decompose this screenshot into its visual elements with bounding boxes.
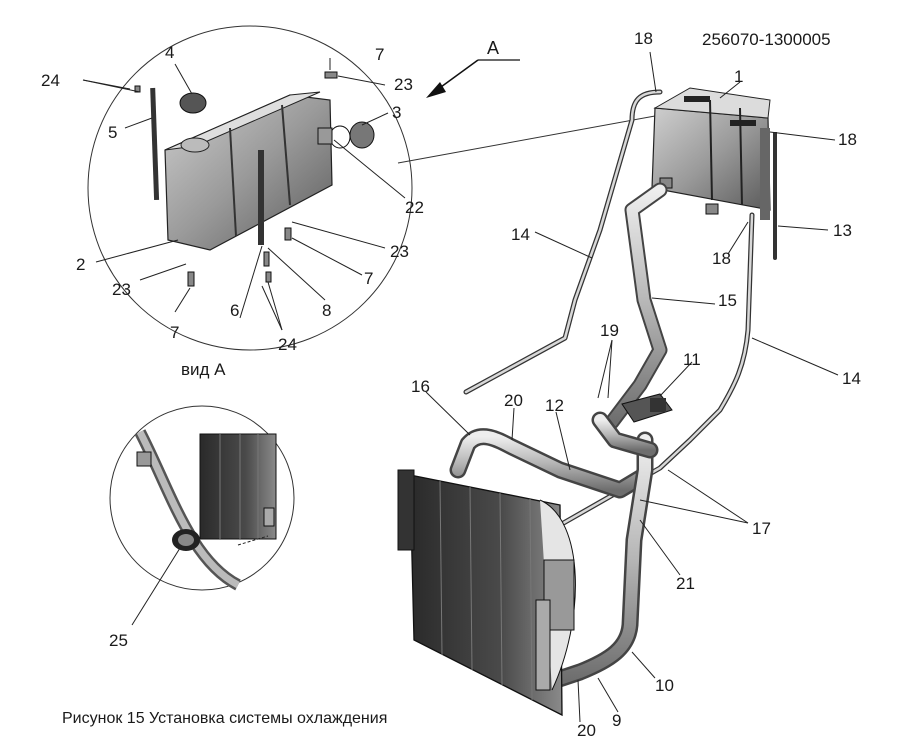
- radiator: [397, 469, 576, 717]
- callout-3: 3: [392, 103, 402, 122]
- callout-15: 15: [718, 291, 737, 310]
- view-a-detail: [109, 405, 295, 591]
- callout-7-top: 7: [375, 45, 385, 64]
- callout-21: 21: [676, 574, 695, 593]
- expansion-tank-detail: [134, 71, 375, 287]
- leader-lines: [82, 51, 839, 723]
- callout-10: 10: [655, 676, 674, 695]
- callout-7-right: 7: [364, 269, 374, 288]
- callout-5: 5: [108, 123, 118, 142]
- callout-13: 13: [833, 221, 852, 240]
- callout-6: 6: [230, 301, 240, 320]
- document-code: 256070-1300005: [702, 30, 831, 49]
- view-arrow-label: А: [487, 38, 500, 58]
- valve-11: [621, 393, 673, 423]
- callout-7-bottom: 7: [170, 323, 180, 342]
- callout-24-bottom: 24: [278, 335, 297, 354]
- callout-8: 8: [322, 301, 332, 320]
- tank-detail-view: [87, 25, 656, 351]
- callout-18-right: 18: [838, 130, 857, 149]
- callout-20-bottom: 20: [577, 721, 596, 740]
- callout-23-left: 23: [112, 280, 131, 299]
- callout-12: 12: [545, 396, 564, 415]
- view-direction-arrow: [426, 59, 520, 98]
- callout-1: 1: [734, 67, 744, 86]
- drain-valve-icon: [172, 529, 200, 551]
- callout-25: 25: [109, 631, 128, 650]
- callout-23-top: 23: [394, 75, 413, 94]
- callout-4: 4: [165, 43, 175, 62]
- expansion-tank: [651, 87, 777, 252]
- callout-9: 9: [612, 711, 622, 730]
- callout-14-left: 14: [511, 225, 530, 244]
- callout-2: 2: [76, 255, 86, 274]
- figure-caption: Рисунок 15 Установка системы охлаждения: [62, 710, 388, 727]
- pipes: [449, 89, 777, 689]
- callout-22: 22: [405, 198, 424, 217]
- callout-11: 11: [683, 350, 701, 369]
- callout-19: 19: [600, 321, 619, 340]
- callout-14-right: 14: [842, 369, 861, 388]
- callout-16: 16: [411, 377, 430, 396]
- callout-20-top: 20: [504, 391, 523, 410]
- callout-24-top: 24: [41, 71, 60, 90]
- callout-23-right: 23: [390, 242, 409, 261]
- callout-18-bottom: 18: [712, 249, 731, 268]
- view-a-label: вид А: [181, 360, 226, 379]
- callout-17: 17: [752, 519, 771, 538]
- callout-18-top: 18: [634, 29, 653, 48]
